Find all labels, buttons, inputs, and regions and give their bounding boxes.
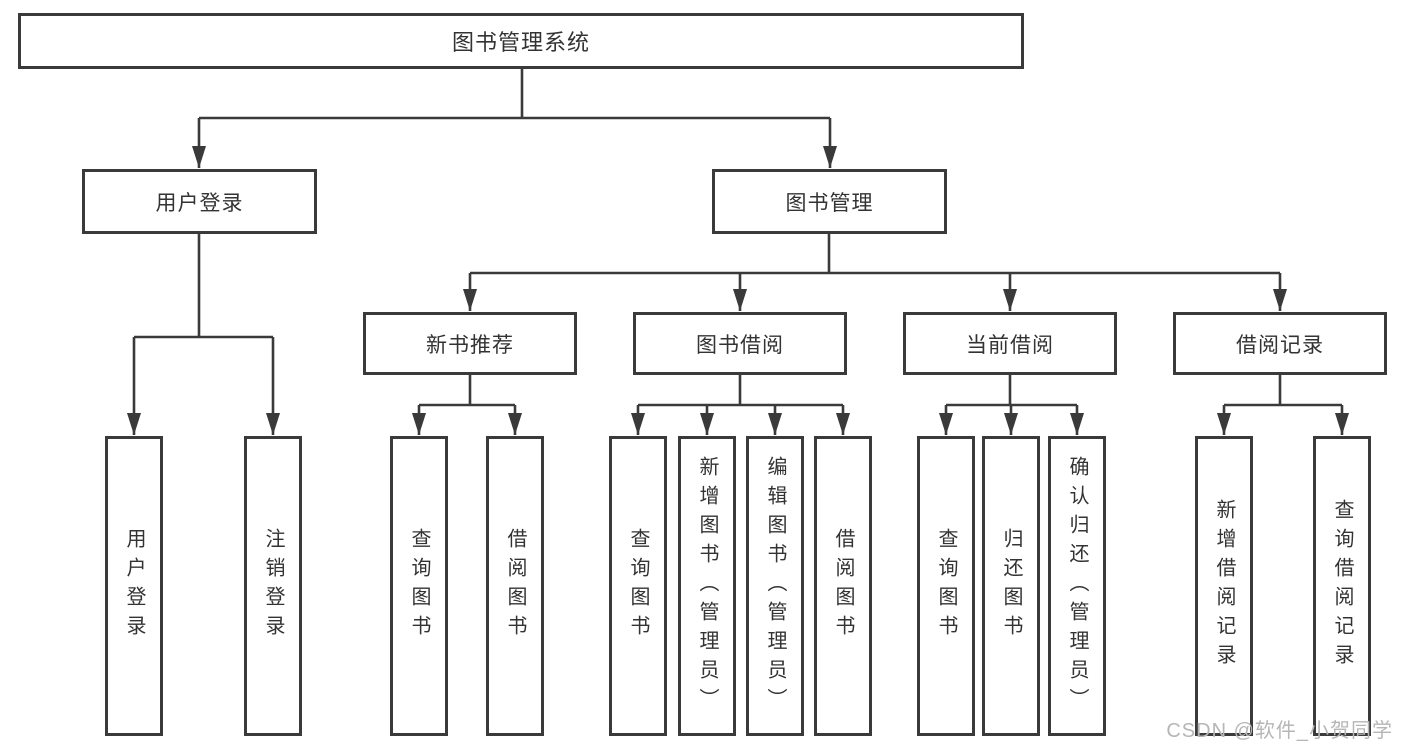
node-user-login-label: 用户登录	[155, 191, 244, 215]
leaf-add-borrow-record: 新增借阅记录	[1195, 436, 1253, 736]
node-current-borrow: 当前借阅	[903, 312, 1117, 375]
leaf-query-borrow-record: 查询借阅记录	[1313, 436, 1371, 736]
node-borrow-records: 借阅记录	[1173, 312, 1387, 375]
leaf-return-book-label: 归还图书	[1000, 528, 1022, 644]
leaf-user-login: 用户登录	[105, 436, 163, 736]
leaf-edit-book-admin: 编辑图书（管理员）	[746, 436, 804, 736]
connector-book-management	[463, 234, 1287, 311]
node-new-book-recommend-label: 新书推荐	[426, 333, 514, 357]
leaf-query-books-recommend-label: 查询图书	[408, 528, 430, 644]
leaf-query-books-current: 查询图书	[917, 436, 975, 736]
leaf-add-book-admin: 新增图书（管理员）	[678, 436, 736, 736]
node-book-management: 图书管理	[712, 169, 947, 234]
leaf-query-books-recommend: 查询图书	[390, 436, 448, 736]
watermark: CSDN @软件_小贺同学	[1166, 720, 1393, 742]
leaf-query-borrow-record-label: 查询借阅记录	[1331, 499, 1353, 673]
leaf-query-books-borrow: 查询图书	[609, 436, 667, 736]
node-book-management-label: 图书管理	[785, 191, 874, 215]
node-library-system: 图书管理系统	[18, 13, 1024, 69]
node-new-book-recommend: 新书推荐	[363, 312, 577, 375]
leaf-logout-label: 注销登录	[262, 528, 284, 644]
leaf-return-book: 归还图书	[982, 436, 1040, 736]
leaf-query-books-borrow-label: 查询图书	[627, 528, 649, 644]
connector-book-borrow	[631, 375, 850, 435]
node-book-borrow-label: 图书借阅	[696, 333, 784, 357]
connector-current-borrow	[939, 375, 1084, 435]
leaf-confirm-return-admin-label: 确认归还（管理员）	[1066, 455, 1088, 717]
node-user-login: 用户登录	[82, 169, 317, 234]
leaf-confirm-return-admin: 确认归还（管理员）	[1048, 436, 1106, 736]
leaf-user-login-label: 用户登录	[123, 528, 145, 644]
leaf-logout: 注销登录	[244, 436, 302, 736]
node-current-borrow-label: 当前借阅	[966, 333, 1054, 357]
node-library-system-label: 图书管理系统	[451, 30, 590, 55]
leaf-borrow-books-recommend: 借阅图书	[486, 436, 544, 736]
leaf-borrow-books-label: 借阅图书	[832, 528, 854, 644]
leaf-add-book-admin-label: 新增图书（管理员）	[696, 455, 718, 717]
leaf-query-books-current-label: 查询图书	[935, 528, 957, 644]
leaf-borrow-books-recommend-label: 借阅图书	[504, 528, 526, 644]
connector-user-login	[127, 234, 280, 435]
node-book-borrow: 图书借阅	[633, 312, 847, 375]
node-borrow-records-label: 借阅记录	[1236, 333, 1324, 357]
leaf-edit-book-admin-label: 编辑图书（管理员）	[764, 455, 786, 717]
leaf-add-borrow-record-label: 新增借阅记录	[1213, 499, 1235, 673]
connector-root	[192, 69, 837, 168]
leaf-borrow-books: 借阅图书	[814, 436, 872, 736]
connector-borrow-records	[1217, 375, 1349, 435]
connector-new-book-recommend	[412, 375, 522, 435]
